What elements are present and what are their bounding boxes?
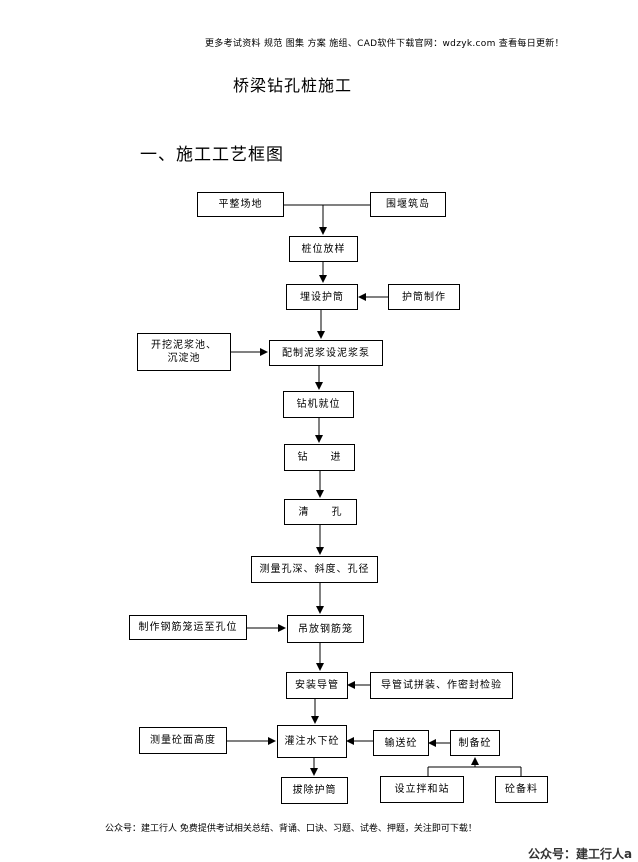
document-title: 桥梁钻孔桩施工	[233, 76, 353, 95]
flow-box-rig-position: 钻机就位	[283, 391, 354, 418]
flow-box-cage-lower: 吊放钢筋笼	[287, 615, 364, 643]
flow-box-concrete-mix: 制备砼	[450, 730, 500, 756]
flow-box-site-leveling: 平整场地	[197, 192, 284, 217]
flow-box-aggregate: 砼备料	[495, 776, 548, 803]
flow-box-drilling: 钻 进	[284, 444, 355, 471]
flow-box-concrete-surface: 测量砼面高度	[139, 727, 227, 754]
flow-box-tremie-install: 安装导管	[286, 672, 348, 699]
flow-box-casing-remove: 拔除护筒	[281, 777, 348, 804]
flow-box-tremie-test: 导管试拼装、作密封检验	[370, 672, 513, 699]
flow-box-underwater-pour: 灌注水下砼	[277, 725, 347, 758]
footer-note: 公众号：建工行人 免费提供考试相关总结、背诵、口诀、习题、试卷、押题，关注即可下…	[105, 824, 477, 834]
flow-box-cofferdam: 围堰筑岛	[370, 192, 446, 217]
header-note: 更多考试资料 规范 图集 方案 施组、CAD软件下载官网：wdzyk.com 查…	[205, 39, 564, 49]
flow-box-cage-make: 制作钢筋笼运至孔位	[129, 615, 247, 640]
flow-box-casing-make: 护筒制作	[388, 284, 460, 310]
flow-box-pile-layout: 桩位放样	[289, 236, 358, 262]
flow-box-hole-clean: 清 孔	[284, 499, 357, 525]
flow-box-mud-pit: 开挖泥浆池、 沉淀池	[137, 333, 231, 371]
flow-box-mud-prep: 配制泥浆设泥浆泵	[269, 340, 383, 366]
flow-box-mixing-station: 设立拌和站	[380, 776, 464, 803]
flow-box-hole-measure: 测量孔深、斜度、孔径	[251, 556, 378, 583]
flow-box-casing-embed: 埋设护筒	[286, 284, 358, 310]
watermark-text: 公众号：建工行人a	[528, 847, 633, 861]
section-heading: 一、施工工艺框图	[140, 145, 284, 165]
flow-box-concrete-transport: 输送砼	[373, 730, 429, 756]
